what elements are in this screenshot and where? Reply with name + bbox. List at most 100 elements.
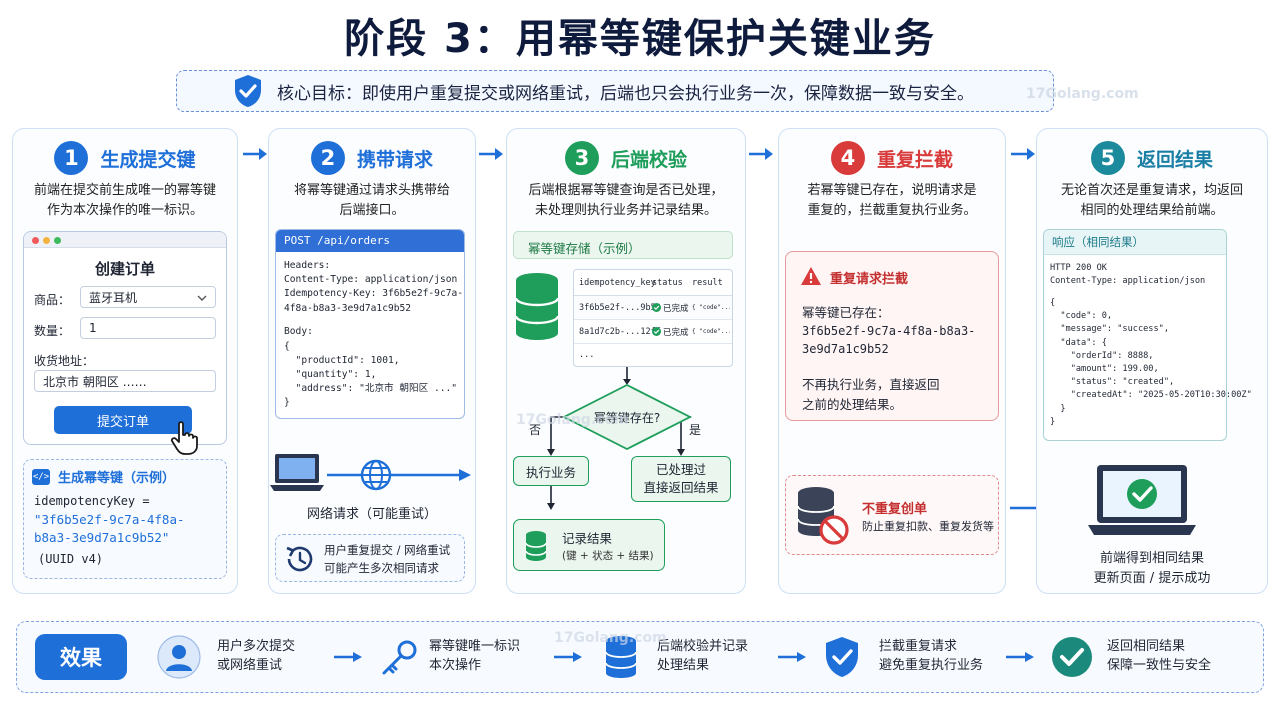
retry-line-1: 用户重复提交 / 网络重试 bbox=[324, 543, 451, 557]
intercept-line-3: 3e9d7a1c9b52 bbox=[802, 342, 889, 356]
qty-label: 数量： bbox=[34, 324, 71, 338]
network-caption: 网络请求（可能重试） bbox=[306, 507, 437, 522]
table-row: ... bbox=[574, 344, 732, 366]
code-line: "data": { bbox=[1050, 337, 1107, 348]
code-line: "createdAt": "2025-05-20T10:30:00Z" bbox=[1050, 390, 1252, 401]
effect-arrow-4 bbox=[1006, 652, 1034, 662]
keygen-box: </> 生成幂等键（示例） idempotencyKey = "3f6b5e2f… bbox=[23, 459, 227, 579]
decision-diamond bbox=[562, 383, 692, 451]
step-2-desc-text: 将幂等键通过请求头携带给 后端接口。 bbox=[293, 183, 450, 218]
check-circle-icon bbox=[652, 303, 661, 312]
code-line: "code": 0, bbox=[1050, 311, 1113, 322]
keygen-line-4: (UUID v4) bbox=[38, 552, 104, 566]
database-icon bbox=[514, 273, 560, 340]
table-header-status: status bbox=[652, 277, 683, 288]
effect-item-1-line-2: 或网络重试 bbox=[217, 658, 283, 673]
table-row: 8a1d7c2b-...12ff 已完成 { "code"... bbox=[574, 320, 732, 344]
code-line: 4f8a-b8a3-3e9d7a1c9b52 bbox=[284, 302, 412, 314]
effect-arrow-3 bbox=[778, 652, 806, 662]
effect-item-1-line-1: 用户多次提交 bbox=[217, 639, 296, 654]
chevron-down-icon bbox=[197, 295, 207, 301]
code-line: } bbox=[1050, 416, 1056, 427]
intercept-line-1: 幂等键已存在： bbox=[802, 305, 890, 320]
step-1-number: 1 bbox=[54, 141, 89, 175]
goal-text: 核心目标：即使用户重复提交或网络重试，后端也只会执行业务一次，保障数据一致与安全… bbox=[277, 83, 974, 104]
effect-item-3-line-2: 处理结果 bbox=[657, 658, 710, 673]
effect-item-5: 返回相同结果 保障一致性与安全 bbox=[1107, 637, 1211, 675]
code-line: "quantity": 1, bbox=[284, 369, 377, 381]
intercept-title: 重复请求拦截 bbox=[830, 272, 909, 287]
intercept-line-2: 3f6b5e2f-9c7a-4f8a-b8a3- bbox=[802, 324, 976, 338]
step-4-desc-text: 若幂等键已存在，说明请求是 重复的，拦截重复执行业务。 bbox=[807, 183, 977, 218]
retry-note: 用户重复提交 / 网络重试 可能产生多次相同请求 bbox=[275, 534, 465, 582]
window-min-dot bbox=[43, 237, 50, 244]
submit-order-label: 提交订单 bbox=[96, 414, 149, 430]
intercept-line-5: 之前的处理结果。 bbox=[802, 397, 903, 412]
effect-item-3: 后端校验并记录 处理结果 bbox=[657, 637, 748, 675]
effect-label: 效果 bbox=[35, 634, 127, 680]
intercept-box: 重复请求拦截 幂等键已存在： 3f6b5e2f-9c7a-4f8a-b8a3- … bbox=[785, 251, 999, 421]
product-label: 商品： bbox=[34, 293, 71, 307]
code-line: HTTP 200 OK bbox=[1050, 263, 1107, 273]
execute-box: 执行业务 bbox=[513, 456, 589, 486]
product-select[interactable]: 蓝牙耳机 bbox=[80, 286, 216, 308]
database-check-icon bbox=[605, 636, 637, 678]
table-header-result: result bbox=[692, 277, 723, 288]
keygen-title: 生成幂等键（示例） bbox=[58, 471, 176, 486]
no-duplicate-title: 不重复创单 bbox=[862, 502, 928, 517]
effect-item-3-line-1: 后端校验并记录 bbox=[657, 639, 749, 654]
table-cell-status: 已完成 bbox=[663, 327, 689, 338]
watermark-text: 17Golang.com bbox=[516, 412, 629, 428]
no-duplicate-desc: 防止重复扣款、重复发货等 bbox=[862, 520, 994, 533]
response-title: 响应（相同结果） bbox=[1044, 230, 1226, 255]
submit-order-button[interactable]: 提交订单 bbox=[54, 406, 192, 434]
laptop-success-icon bbox=[1088, 465, 1196, 535]
code-line: "orderId": 8888, bbox=[1050, 350, 1154, 361]
keygen-line-1: idempotencyKey = bbox=[34, 494, 150, 508]
response-caption-1: 前端得到相同结果 bbox=[1099, 551, 1204, 566]
code-line: } bbox=[1050, 403, 1066, 414]
decision-text: 幂等键存在? bbox=[593, 411, 661, 425]
code-line: Idempotency-Key: 3f6b5e2f-9c7a- bbox=[284, 288, 464, 300]
step-2-card: 2 携带请求 将幂等键通过请求头携带给 后端接口。 POST /api/orde… bbox=[268, 128, 476, 594]
store-title: 幂等键存储（示例） bbox=[528, 241, 641, 256]
step-1-desc-text: 前端在提交前生成唯一的幂等键 作为本次操作的唯一标识。 bbox=[33, 183, 216, 218]
page-title: 阶段 3：用幂等键保护关键业务 bbox=[344, 16, 936, 62]
goal-banner: 核心目标：即使用户重复提交或网络重试，后端也只会执行业务一次，保障数据一致与安全… bbox=[176, 70, 1054, 112]
decision-yes-label: 是 bbox=[689, 423, 702, 437]
step-3-desc: 后端根据幂等键查询是否已处理， 未处理则执行业务并记录结果。 bbox=[517, 181, 735, 221]
code-line: { bbox=[284, 340, 290, 352]
address-input[interactable]: 北京市 朝阳区 …… bbox=[34, 370, 216, 392]
shield-check-icon bbox=[235, 75, 261, 107]
hand-cursor-icon bbox=[170, 421, 198, 455]
code-line: Content-Type: application/json bbox=[284, 274, 458, 286]
arrow-step-2-3 bbox=[479, 148, 503, 160]
table-cell-result: { "code"... bbox=[692, 304, 730, 311]
table-header-key: idempotency_key bbox=[579, 277, 656, 288]
request-head: POST /api/orders bbox=[276, 230, 464, 252]
step-4-title: 重复拦截 bbox=[876, 148, 953, 171]
step-1-desc: 前端在提交前生成唯一的幂等键 作为本次操作的唯一标识。 bbox=[23, 181, 227, 221]
qty-input[interactable]: 1 bbox=[80, 317, 216, 339]
effect-item-5-line-2: 保障一致性与安全 bbox=[1107, 658, 1212, 673]
code-line: Headers: bbox=[284, 260, 331, 271]
step-3-number: 3 bbox=[564, 141, 599, 175]
code-line: "productId": 1001, bbox=[284, 354, 400, 366]
processed-box: 已处理过 直接返回结果 bbox=[631, 456, 731, 502]
watermark-text: 17Golang.com bbox=[1026, 86, 1139, 102]
step-5-card: 5 返回结果 无论首次还是重复请求，均返回 相同的处理结果给前端。 响应（相同结… bbox=[1036, 128, 1268, 594]
check-circle-icon bbox=[652, 327, 661, 336]
effect-arrow-1 bbox=[334, 652, 362, 662]
arrow-step-1-2 bbox=[243, 148, 267, 160]
record-title: 记录结果 bbox=[562, 531, 613, 546]
step-4-desc: 若幂等键已存在，说明请求是 重复的，拦截重复执行业务。 bbox=[789, 181, 995, 221]
effect-item-2-line-2: 本次操作 bbox=[429, 658, 482, 673]
decision-no-label: 否 bbox=[529, 423, 542, 437]
form-title: 创建订单 bbox=[94, 260, 155, 278]
window-close-dot bbox=[32, 237, 39, 244]
code-line: "address": "北京市 朝阳区 ..." bbox=[284, 383, 458, 395]
effect-item-2-line-1: 幂等键唯一标识 bbox=[429, 639, 521, 654]
step-3-title: 后端校验 bbox=[610, 148, 687, 171]
